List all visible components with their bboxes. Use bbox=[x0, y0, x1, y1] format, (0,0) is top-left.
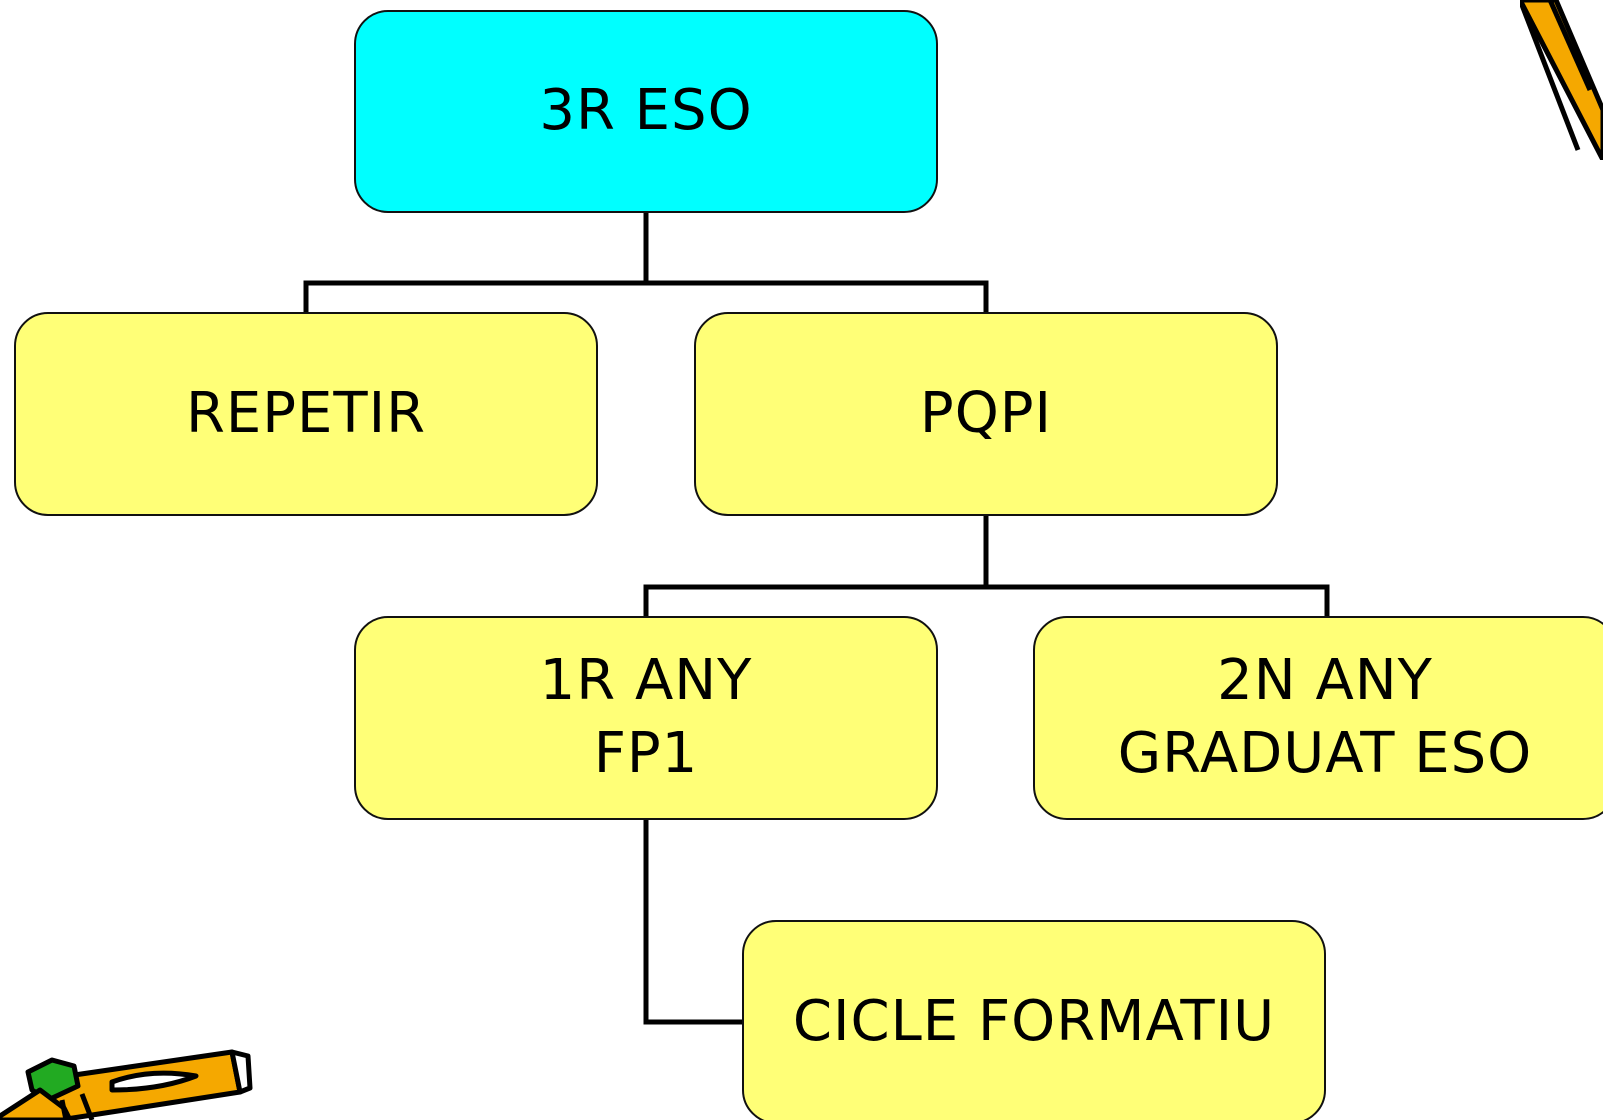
node-repetir[interactable]: REPETIR bbox=[14, 312, 598, 516]
pencil-icon bbox=[0, 1049, 253, 1120]
node-label: 3R ESO bbox=[539, 78, 753, 144]
node-label-line-1: 1R ANY bbox=[539, 648, 753, 714]
node-pqpi[interactable]: PQPI bbox=[694, 312, 1278, 516]
pencil-icon bbox=[1520, 0, 1603, 160]
connector-any1-to-cicle bbox=[643, 820, 742, 1025]
node-label-line-2: GRADUAT ESO bbox=[1117, 721, 1533, 786]
node-1r-any-fp1[interactable]: 1R ANY FP1 bbox=[354, 616, 938, 820]
connector-level2-bus bbox=[643, 584, 1330, 616]
node-label: CICLE FORMATIU bbox=[792, 988, 1276, 1054]
node-3r-eso[interactable]: 3R ESO bbox=[354, 10, 938, 213]
node-2n-any-graduat-eso[interactable]: 2N ANY GRADUAT ESO bbox=[1033, 616, 1603, 820]
node-cicle-formatiu[interactable]: CICLE FORMATIU bbox=[742, 920, 1326, 1120]
node-label: PQPI bbox=[919, 380, 1053, 446]
connector-level1-bus bbox=[303, 280, 989, 312]
node-label: REPETIR bbox=[185, 380, 427, 446]
node-label-line-1: 2N ANY bbox=[1217, 648, 1433, 714]
node-label-line-2: FP1 bbox=[593, 721, 699, 786]
